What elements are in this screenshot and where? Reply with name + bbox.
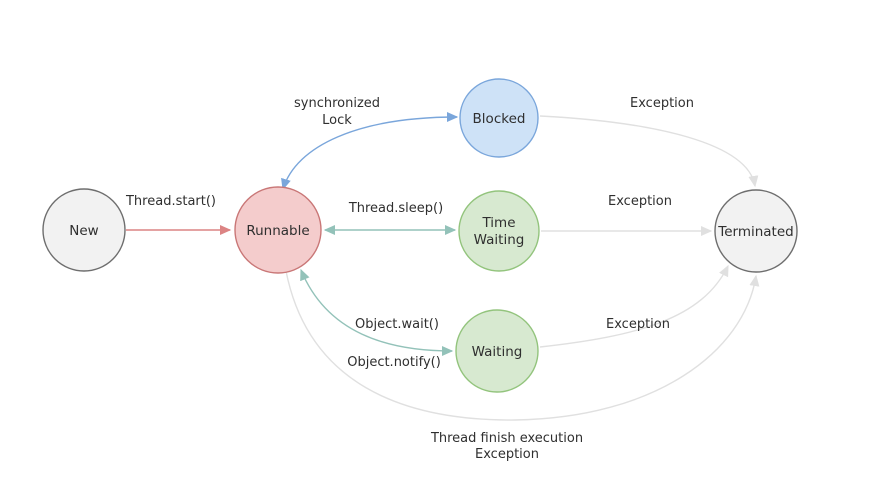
node-blocked-circle xyxy=(459,78,539,158)
node-time-waiting: Time Waiting xyxy=(458,190,540,272)
edge-label-synchronized: synchronized xyxy=(294,96,380,111)
node-time-waiting-circle xyxy=(458,190,540,272)
edge-blocked-exception xyxy=(539,115,759,188)
node-new-label: New xyxy=(69,223,98,239)
node-time-waiting-label-line1: Time xyxy=(481,215,515,231)
node-blocked: Blocked xyxy=(459,78,539,158)
node-waiting-label: Waiting xyxy=(472,344,523,360)
node-runnable-label: Runnable xyxy=(246,223,309,239)
edge-label-object-wait: Object.wait() xyxy=(355,317,439,332)
edge-label-time-waiting-exception: Exception xyxy=(608,194,672,209)
edge-label-finish-line2: Exception xyxy=(475,447,539,462)
edge-label-waiting-exception: Exception xyxy=(606,317,670,332)
node-blocked-label: Blocked xyxy=(473,111,526,127)
node-runnable: Runnable xyxy=(234,186,322,274)
node-terminated-circle xyxy=(714,189,798,273)
node-new-circle xyxy=(42,188,126,272)
edge-label-finish-line1: Thread finish execution xyxy=(430,431,583,446)
edge-wait-notify xyxy=(300,268,454,357)
edge-label-blocked-exception: Exception xyxy=(630,96,694,111)
edge-synchronized-lock xyxy=(281,111,459,191)
edge-label-lock: Lock xyxy=(322,113,352,128)
node-runnable-circle xyxy=(234,186,322,274)
edge-label-thread-sleep: Thread.sleep() xyxy=(348,201,443,216)
node-time-waiting-label-line2: Waiting xyxy=(474,232,525,248)
edge-label-thread-start: Thread.start() xyxy=(125,194,216,209)
node-terminated-label: Terminated xyxy=(717,224,793,240)
node-terminated: Terminated xyxy=(714,189,798,273)
node-waiting-circle xyxy=(455,309,539,393)
edge-label-object-notify: Object.notify() xyxy=(347,355,441,370)
node-waiting: Waiting xyxy=(455,309,539,393)
edge-waiting-exception xyxy=(539,264,729,348)
node-new: New xyxy=(42,188,126,272)
